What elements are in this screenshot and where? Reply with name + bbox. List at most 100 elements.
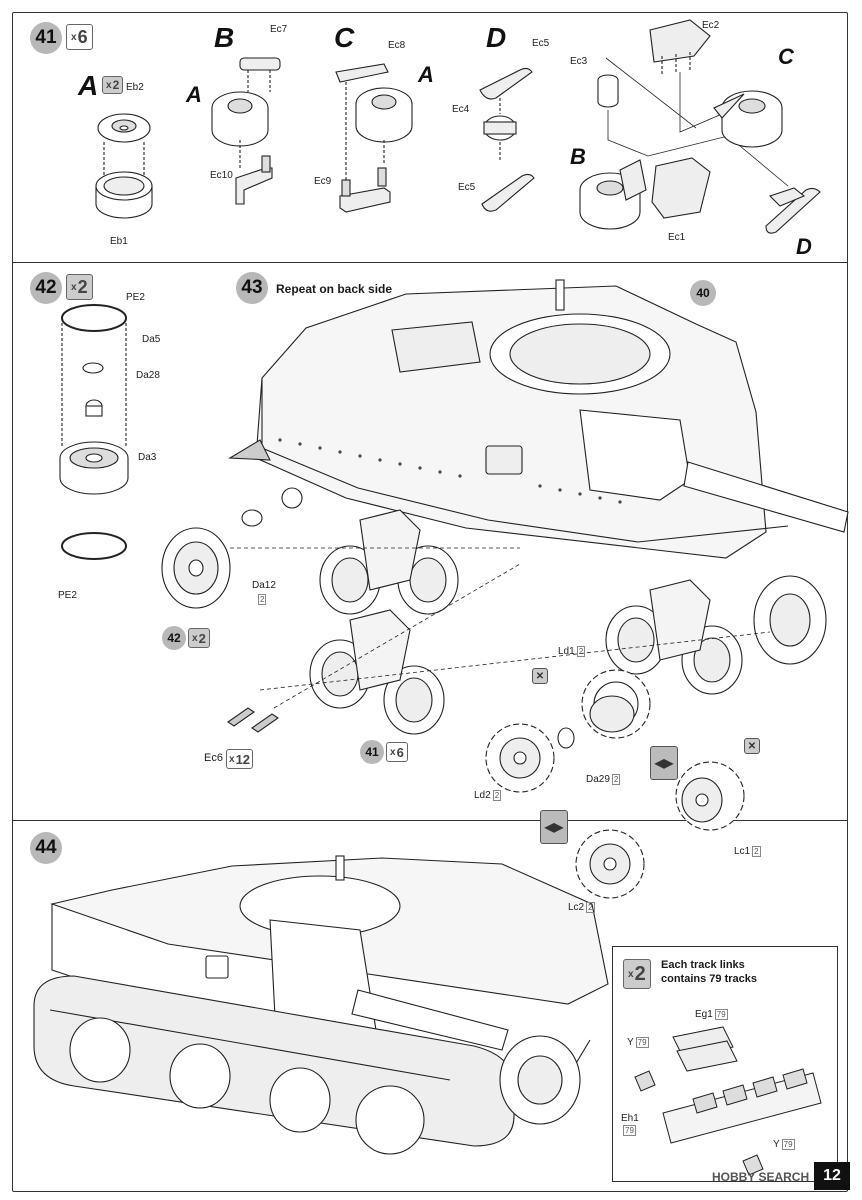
part-eg1-qty: 79 [714, 1009, 728, 1020]
part-ec9: Ec9 [314, 176, 332, 187]
part-ec6-qty-value: 12 [235, 751, 251, 767]
part-pe2-bottom: PE2 [58, 590, 77, 601]
part-ld2-qty: 2 [492, 790, 502, 801]
sprocket-ld1-drawing [557, 669, 651, 749]
step-42-number: 42 [30, 272, 62, 304]
sub-a-letter: A [78, 70, 99, 101]
step-41-number: 41 [30, 22, 62, 54]
part-ec10: Ec10 [210, 170, 233, 181]
wheel-exploded-drawing [59, 304, 129, 560]
sprocket-lc2-drawing [575, 829, 645, 899]
part-ld2-name: Ld2 [474, 790, 491, 801]
part-ld1-qty: 2 [576, 646, 586, 657]
wheel-eb2-drawing [97, 113, 151, 143]
part-lc2-qty: 2 [586, 902, 595, 913]
guide-lines [230, 547, 771, 709]
part-y-left-qty: 79 [635, 1037, 649, 1048]
cross-out-icon: ✕ [744, 738, 760, 754]
part-da29-qty: 2 [611, 774, 621, 785]
watermark: HOBBY SEARCH [712, 1170, 810, 1184]
assembly-letter-d: D [796, 234, 812, 259]
part-da12: Da12 [252, 580, 276, 591]
tank-hull-43-drawing [228, 279, 849, 559]
bogie-installed-drawing [319, 509, 827, 695]
part-y-right-name: Y [773, 1139, 780, 1150]
variant-choice-icon: ◀▶ [650, 746, 678, 780]
inset-note-line-2: contains 79 tracks [661, 973, 757, 985]
rivets [278, 438, 622, 504]
sub-d-letter: D [486, 22, 507, 53]
callout-41-qty-value: 6 [396, 744, 404, 760]
step-43-number: 43 [236, 272, 268, 304]
page-number: 12 [814, 1162, 850, 1190]
part-ld1-name: Ld1 [558, 646, 575, 657]
part-ec5-bottom: Ec5 [458, 182, 476, 193]
part-eh1: Eh1 [621, 1113, 639, 1124]
part-lc1-name: Lc1 [734, 846, 751, 857]
assembly-d-drawing [479, 67, 535, 212]
sub-b-letter: B [214, 22, 235, 53]
assembly-b-drawing [211, 57, 281, 205]
part-da3: Da3 [138, 452, 157, 463]
inset-qty-value: 2 [634, 962, 646, 985]
part-da12-qty-value: 2 [258, 594, 267, 605]
part-ec6: Ec6 [204, 752, 223, 764]
part-eb1: Eb1 [110, 236, 128, 247]
sub-c-wheel: A [418, 62, 434, 87]
step-43-instruction: Repeat on back side [276, 282, 393, 296]
part-ec6-name: Ec6 [204, 752, 223, 764]
sprocket-lc1-drawing [675, 761, 745, 831]
part-eg1-name: Eg1 [695, 1009, 713, 1020]
part-eh1-qty-wrap: 79 [621, 1125, 636, 1136]
assembly-letter-b: B [570, 144, 586, 169]
step-41-qty-value: 6 [77, 26, 88, 47]
callout-40: 40 [690, 280, 716, 306]
part-ec4: Ec4 [452, 104, 470, 115]
part-ec5-top: Ec5 [532, 38, 550, 49]
page-frame [12, 12, 848, 1192]
part-da5: Da5 [142, 334, 161, 345]
assembly-letter-c: C [778, 44, 794, 69]
variant-choice-icon: ◀▶ [540, 810, 568, 844]
assembly-final-drawing [579, 19, 821, 234]
part-ec8: Ec8 [388, 40, 406, 51]
sub-a-qty-value: 2 [112, 78, 120, 92]
callout-41: 41 [360, 740, 384, 764]
sub-b-wheel: A [186, 82, 202, 107]
part-pe2-top: PE2 [126, 292, 145, 303]
cross-out-icon: ✕ [532, 668, 548, 684]
part-ec3: Ec3 [570, 56, 588, 67]
part-da12-qty: 2 [256, 594, 267, 605]
divider-1 [12, 262, 848, 263]
road-wheel-42-drawing [161, 487, 303, 609]
part-ec2: Ec2 [702, 20, 720, 31]
part-eh1-qty: 79 [623, 1125, 636, 1136]
sub-c-letter: C [334, 22, 355, 53]
step-44-number: 44 [30, 832, 62, 864]
divider-2 [12, 820, 848, 821]
assembly-c-drawing [335, 63, 413, 213]
track-links-drawing [634, 1026, 822, 1176]
part-lc2-name: Lc2 [568, 902, 585, 913]
part-y-right-qty: 79 [781, 1139, 795, 1150]
part-eb2: Eb2 [126, 82, 144, 93]
part-y-left-name: Y [627, 1037, 634, 1048]
sprocket-ld2-drawing [485, 723, 555, 793]
part-ec7: Ec7 [270, 24, 288, 35]
part-da28: Da28 [136, 370, 160, 381]
